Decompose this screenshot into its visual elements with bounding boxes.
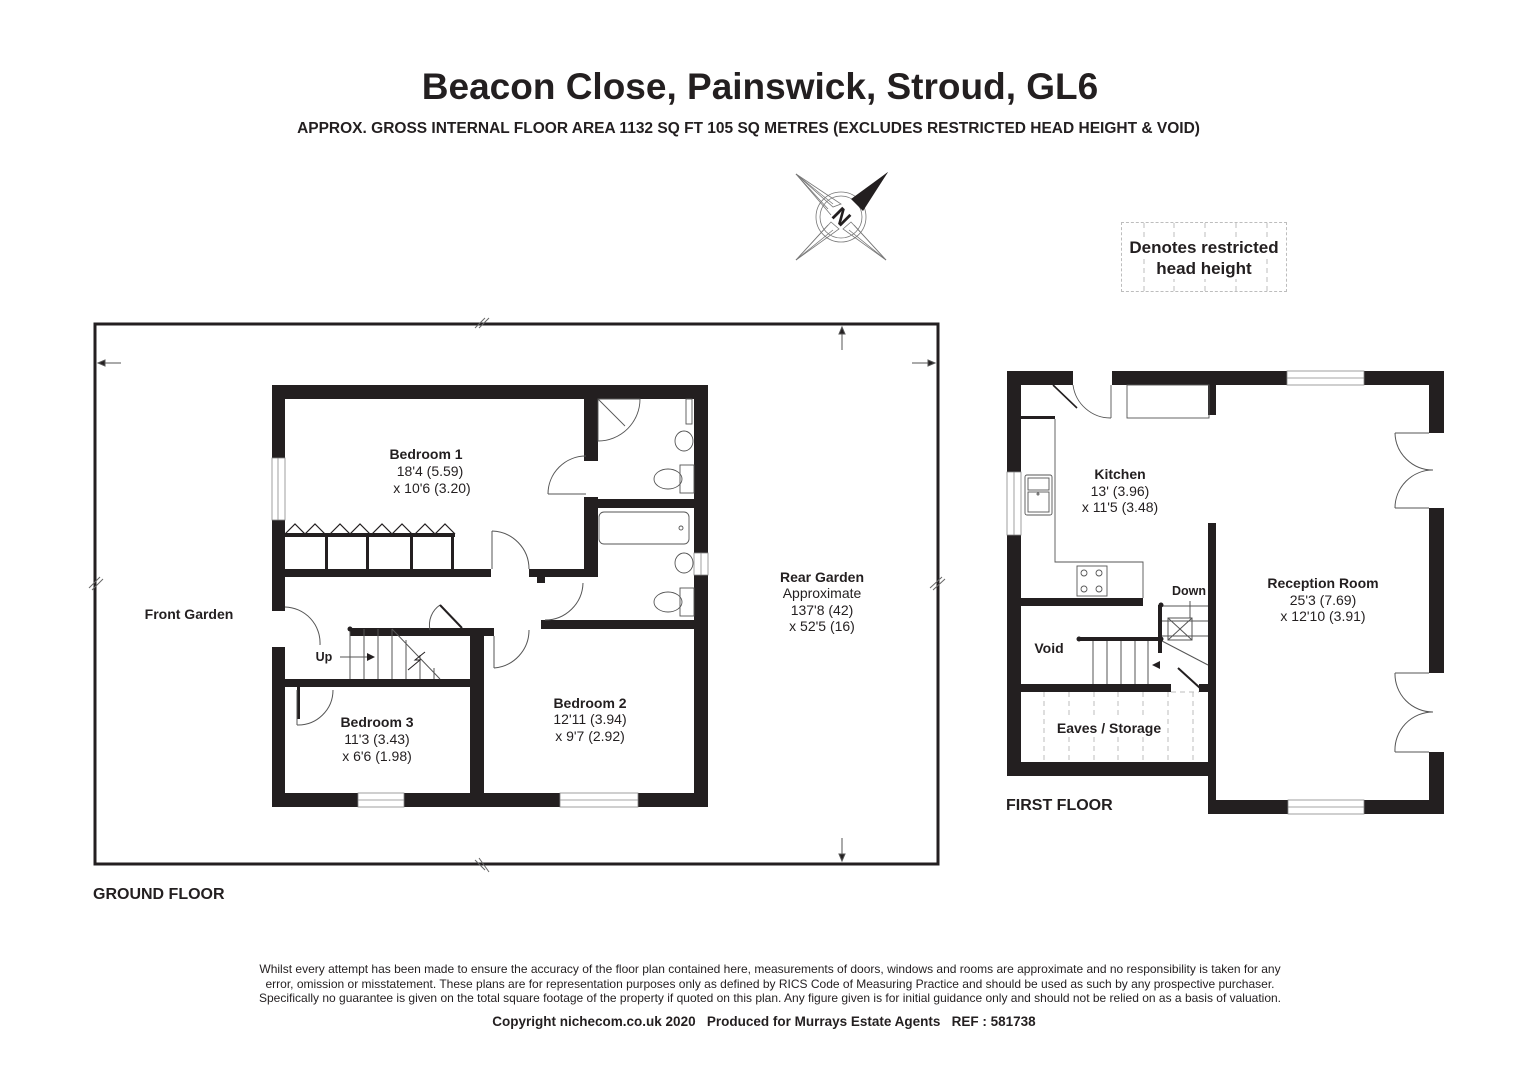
eaves-label-bg: [1052, 718, 1167, 736]
room-name-void: Void: [1034, 640, 1063, 656]
legend-line-2: head height: [1156, 258, 1252, 279]
room-dim-bedroom-2: 12'11 (3.94): [553, 711, 626, 727]
room-name-bedroom-3: Bedroom 3: [340, 714, 413, 730]
first-floor-walls: [1007, 371, 1444, 814]
ground-floor-doors: [284, 455, 587, 726]
room-dim-bedroom-3: 11'3 (3.43): [344, 731, 409, 747]
first-floor-label: FIRST FLOOR: [1006, 797, 1113, 814]
down-arrow-icon: [1152, 661, 1160, 669]
kitchen-fittings: [1024, 384, 1210, 598]
garden-dimension-arrows: [96, 325, 937, 863]
room-dim2-bedroom-3: x 6'6 (1.98): [342, 748, 412, 764]
bathroom-fixtures: [597, 398, 695, 617]
legend-dashed-grid-icon: [1143, 223, 1268, 293]
north-compass-icon: N: [795, 172, 888, 261]
rear-garden-dim1: 137'8 (42): [791, 602, 854, 618]
wardrobe-dividers: [285, 533, 455, 569]
room-dim2-reception: x 12'10 (3.91): [1280, 608, 1365, 624]
disclaimer-line-3: Specifically no guarantee is given on th…: [259, 991, 1281, 1005]
room-dim2-kitchen: x 11'5 (3.48): [1082, 499, 1158, 515]
rear-garden-label: Rear Garden: [780, 569, 864, 585]
copyright-line: Copyright nichecom.co.uk 2020 Produced f…: [492, 1014, 1036, 1029]
up-arrow-icon: [367, 653, 375, 661]
stair-newel-first: [1076, 636, 1082, 642]
ground-floor-label: GROUND FLOOR: [93, 886, 225, 903]
first-floor-windows: [1006, 370, 1365, 815]
room-dim2-bedroom-1: x 10'6 (3.20): [393, 480, 470, 496]
french-doors: [1394, 432, 1434, 753]
room-dim2-bedroom-2: x 9'7 (2.92): [555, 728, 625, 744]
floor-area-subtitle: APPROX. GROSS INTERNAL FLOOR AREA 1132 S…: [297, 120, 1200, 137]
front-garden-label: Front Garden: [145, 606, 234, 622]
room-name-kitchen: Kitchen: [1094, 466, 1145, 482]
room-name-reception: Reception Room: [1267, 575, 1378, 591]
eaves-restricted-height-hatch: [1043, 691, 1199, 762]
rear-garden-dim2: x 52'5 (16): [789, 618, 855, 634]
disclaimer-line-1: Whilst every attempt has been made to en…: [259, 962, 1281, 976]
stairs-up-label: Up: [316, 650, 333, 664]
stair-newel-first-2: [1158, 602, 1164, 608]
room-dim-reception: 25'3 (7.69): [1290, 592, 1357, 608]
wardrobes: [284, 523, 456, 535]
room-dim-bedroom-1: 18'4 (5.59): [397, 463, 464, 479]
rear-garden-approx: Approximate: [783, 585, 862, 601]
ground-floor-windows: [271, 457, 709, 808]
stair-newel: [347, 626, 353, 632]
first-floor-stairs: [1092, 601, 1209, 684]
stair-newel-first-3: [1158, 636, 1164, 642]
room-name-bedroom-2: Bedroom 2: [553, 695, 626, 711]
ground-floor-walls: [272, 385, 708, 807]
restricted-head-height-legend: Denotes restricted head height: [1121, 222, 1287, 293]
svg-text:N: N: [827, 202, 856, 231]
room-dim-kitchen: 13' (3.96): [1091, 483, 1150, 499]
stair-gate: [1177, 667, 1201, 689]
legend-line-1: Denotes restricted: [1129, 237, 1279, 258]
plot-boundary: [93, 322, 940, 866]
room-name-bedroom-1: Bedroom 1: [389, 446, 462, 462]
ground-stairs: [340, 628, 441, 680]
boundary-break-marks: [88, 317, 946, 873]
room-name-eaves: Eaves / Storage: [1057, 720, 1161, 736]
page-title: Beacon Close, Painswick, Stroud, GL6: [421, 66, 1099, 107]
disclaimer-line-2: error, omission or misstatement. These p…: [265, 976, 1275, 991]
legend-text: Denotes restricted head height: [1122, 237, 1286, 279]
stairs-down-label: Down: [1172, 584, 1206, 598]
disclaimer: Whilst every attempt has been made to en…: [200, 962, 1340, 1006]
